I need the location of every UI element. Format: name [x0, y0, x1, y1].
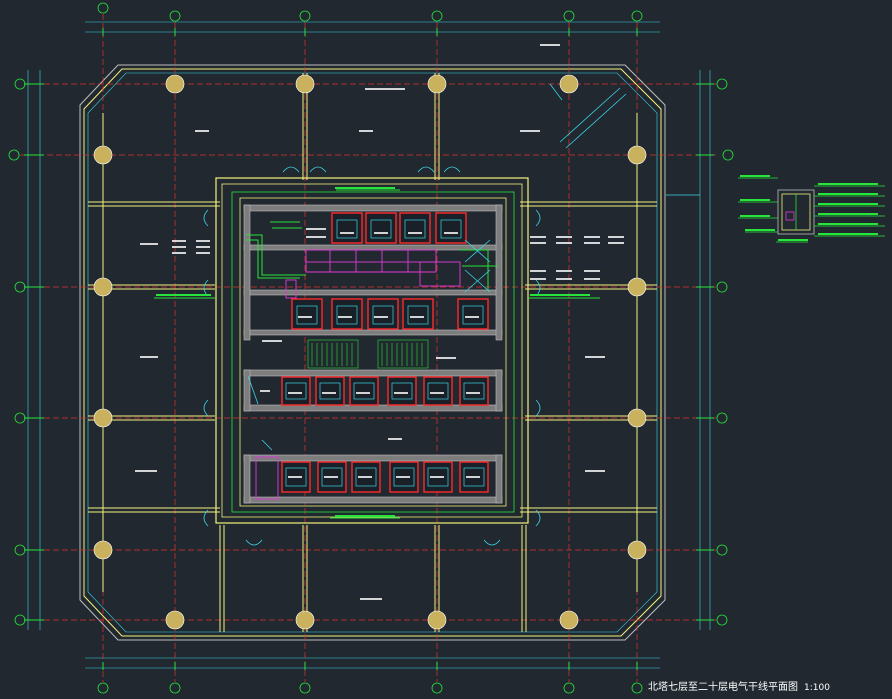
elevator-shafts	[281, 212, 489, 493]
drawing-scale: 1:100	[804, 683, 830, 693]
dimension-ticks	[24, 28, 714, 670]
elevator-cabins	[285, 219, 485, 487]
beam-lines	[88, 73, 657, 632]
annotation-marks-green	[156, 175, 878, 517]
washroom-fixtures	[255, 249, 461, 500]
electrical-trunk-lines	[154, 189, 600, 519]
annotation-marks	[135, 44, 624, 600]
leader-annotation	[549, 83, 627, 149]
dimension-lines	[27, 21, 711, 669]
outer-slab-outline	[79, 64, 666, 641]
drawing-title-text: 北塔七层至二十层电气干线平面图	[648, 682, 798, 693]
core-inner-walls	[243, 204, 503, 504]
cable-tray-crossings	[247, 239, 491, 451]
grid-axis-bubbles	[8, 2, 734, 694]
drawing-title: 北塔七层至二十层电气干线平面图 1:100	[648, 678, 830, 693]
stairs	[307, 339, 429, 369]
detail-inset	[666, 177, 885, 243]
axis-grid-lines	[20, 14, 716, 682]
columns	[93, 74, 647, 630]
